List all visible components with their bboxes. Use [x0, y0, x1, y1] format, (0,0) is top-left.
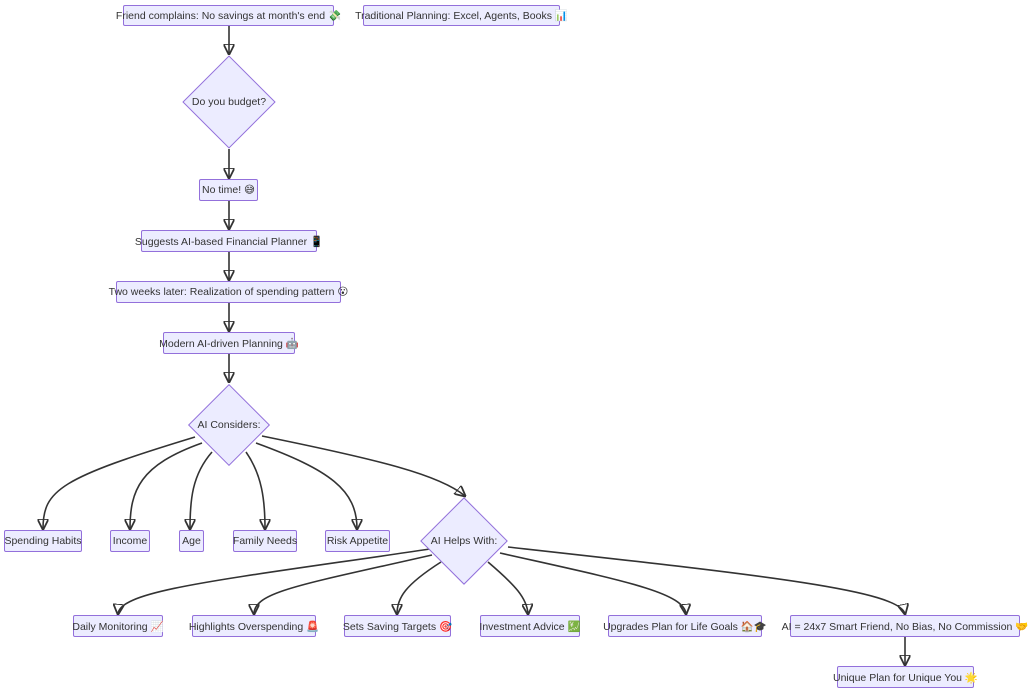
node-daily-monitoring: Daily Monitoring 📈: [72, 615, 164, 637]
edge-helps-daily: [118, 548, 431, 614]
edge-helps-saving: [397, 561, 442, 614]
node-smart-friend: AI = 24x7 Smart Friend, No Bias, No Comm…: [782, 615, 1028, 637]
node-highlights-overspending: Highlights Overspending 🚨: [189, 615, 319, 637]
edge-helps-smartfriend: [507, 546, 905, 614]
node-traditional: Traditional Planning: Excel, Agents, Boo…: [355, 5, 568, 26]
node-spending-habits: Spending Habits: [4, 530, 82, 552]
node-suggests: Suggests AI-based Financial Planner 📱: [135, 230, 323, 252]
node-unique-plan: Unique Plan for Unique You 🌟: [833, 666, 978, 688]
node-complaint: Friend complains: No savings at month's …: [116, 5, 341, 26]
node-risk-appetite: Risk Appetite: [325, 530, 390, 552]
node-no-time: No time! 😅: [199, 179, 258, 201]
decision-helps-label: AI Helps With:: [430, 535, 498, 547]
edge-considers-spending: [43, 436, 196, 529]
node-income: Income: [110, 530, 150, 552]
node-age: Age: [179, 530, 204, 552]
node-investment-advice: Investment Advice 💹: [479, 615, 581, 637]
edge-considers-income: [130, 442, 203, 529]
edge-considers-age: [190, 451, 213, 529]
node-upgrades-plan: Upgrades Plan for Life Goals 🏠🎓: [603, 615, 767, 637]
decision-budget-label: Do you budget?: [191, 96, 267, 108]
decision-considers-label: AI Considers:: [197, 419, 261, 431]
node-two-weeks: Two weeks later: Realization of spending…: [109, 281, 348, 303]
node-modern: Modern AI-driven Planning 🤖: [159, 332, 299, 354]
edge-considers-family: [245, 451, 265, 529]
edge-helps-investment: [487, 561, 528, 614]
edge-helps-overspending: [254, 554, 433, 614]
edge-helps-upgrades: [499, 552, 686, 614]
node-saving-targets: Sets Saving Targets 🎯: [343, 615, 452, 637]
edge-considers-helps: [261, 435, 465, 496]
edge-considers-risk: [255, 442, 357, 529]
node-family-needs: Family Needs: [233, 530, 297, 552]
